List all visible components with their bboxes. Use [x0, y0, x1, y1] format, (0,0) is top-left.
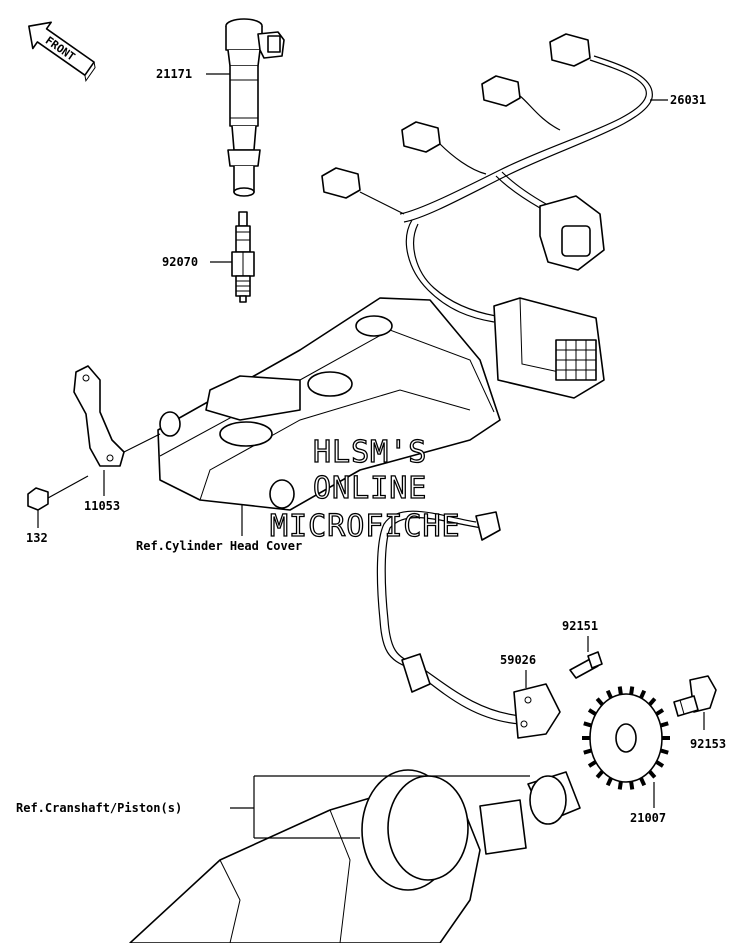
- rotor-tooth: [595, 769, 604, 779]
- label-132: 132: [26, 531, 48, 545]
- label-11053: 11053: [84, 499, 120, 513]
- wiring-harness-part: [321, 33, 653, 399]
- label-21007: 21007: [630, 811, 666, 825]
- label-cylinder-head-cover: Ref.Cylinder Head Cover: [136, 539, 302, 553]
- rotor-tooth: [639, 689, 647, 699]
- rotor-tooth: [583, 748, 593, 755]
- spark-plug-part: [231, 211, 255, 303]
- bolt-92153-part: [673, 675, 717, 717]
- rotor-tooth: [639, 777, 647, 787]
- rotor-tooth: [655, 708, 665, 716]
- watermark: HLSM'S ONLINE MICROFICHE: [269, 434, 461, 544]
- rotor-tooth: [655, 760, 665, 768]
- rotor-tooth: [605, 777, 613, 787]
- rotor-tooth: [587, 760, 597, 768]
- label-92070: 92070: [162, 255, 198, 269]
- rotor-tooth: [648, 769, 657, 779]
- cylinder-head-cover-part: [157, 297, 501, 511]
- rotor-tooth: [617, 781, 623, 790]
- crank-sensor-cable: [376, 510, 561, 739]
- rotor-tooth: [617, 686, 623, 695]
- watermark-line-2: ONLINE: [313, 471, 427, 506]
- label-59026: 59026: [500, 653, 536, 667]
- rotor-tooth: [583, 721, 593, 728]
- watermark-line-1: HLSM'S: [313, 435, 427, 470]
- label-92151: 92151: [562, 619, 598, 633]
- front-arrow-icon: FRONT: [28, 21, 96, 83]
- bolt-132-part: [27, 475, 89, 511]
- label-92153: 92153: [690, 737, 726, 751]
- label-26031: 26031: [670, 93, 706, 107]
- rotor-tooth: [659, 748, 669, 755]
- label-21171: 21171: [156, 67, 192, 81]
- rotor-tooth: [595, 697, 604, 707]
- rotor-teeth: [582, 686, 670, 790]
- rotor-tooth: [587, 708, 597, 716]
- rotor-tooth: [659, 721, 669, 728]
- bracket-part: [73, 365, 161, 467]
- watermark-line-3: MICROFICHE: [270, 509, 461, 544]
- crankshaft-part: [129, 769, 581, 943]
- rotor-tooth: [629, 781, 635, 790]
- rotor-tooth: [605, 689, 613, 699]
- label-crankshaft: Ref.Cranshaft/Piston(s): [16, 801, 182, 815]
- ignition-coil-part: [225, 18, 285, 197]
- timing-rotor-part: [582, 686, 670, 790]
- rotor-tooth: [629, 686, 635, 695]
- rotor-tooth: [648, 697, 657, 707]
- bolt-92151-part: [569, 651, 603, 679]
